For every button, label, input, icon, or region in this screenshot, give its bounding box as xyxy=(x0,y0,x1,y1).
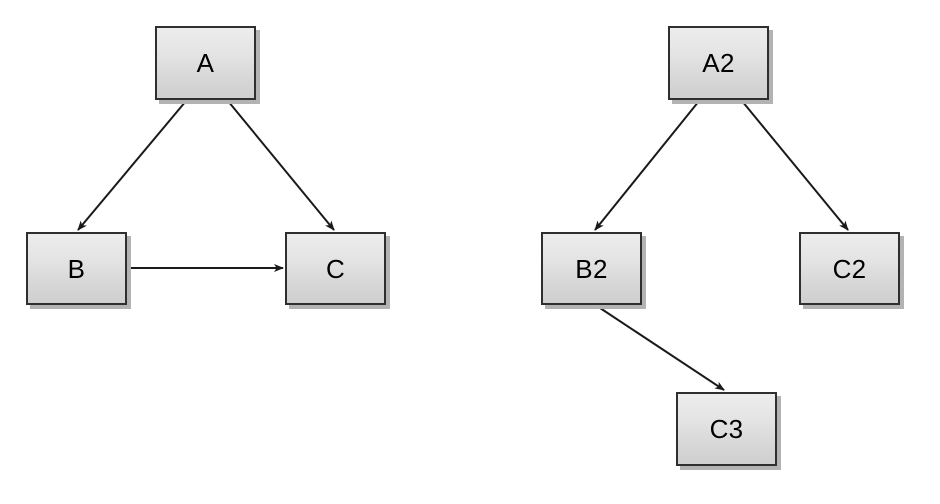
node-label-c3: C3 xyxy=(709,414,744,444)
node-b2[interactable]: B2 xyxy=(541,232,642,305)
node-label-c2: C2 xyxy=(832,253,867,284)
node-label-a2: A2 xyxy=(702,48,735,78)
node-c3[interactable]: C3 xyxy=(676,392,777,466)
edge-a2-to-c2[interactable] xyxy=(741,100,849,231)
node-a[interactable]: A xyxy=(155,26,256,100)
edge-a-to-b[interactable] xyxy=(77,100,187,231)
node-b[interactable]: B xyxy=(26,232,127,305)
node-c[interactable]: C xyxy=(285,232,386,305)
node-label-a: A xyxy=(196,48,215,78)
edges-group xyxy=(77,100,849,391)
node-label-b: B xyxy=(67,253,86,284)
node-a2[interactable]: A2 xyxy=(668,26,769,100)
edge-a2-to-b2[interactable] xyxy=(594,100,700,231)
edge-b2-to-c3[interactable] xyxy=(596,305,725,391)
node-c2[interactable]: C2 xyxy=(799,232,900,305)
node-label-b2: B2 xyxy=(575,253,608,284)
node-label-c: C xyxy=(325,253,346,284)
edge-a-to-c[interactable] xyxy=(227,100,335,231)
